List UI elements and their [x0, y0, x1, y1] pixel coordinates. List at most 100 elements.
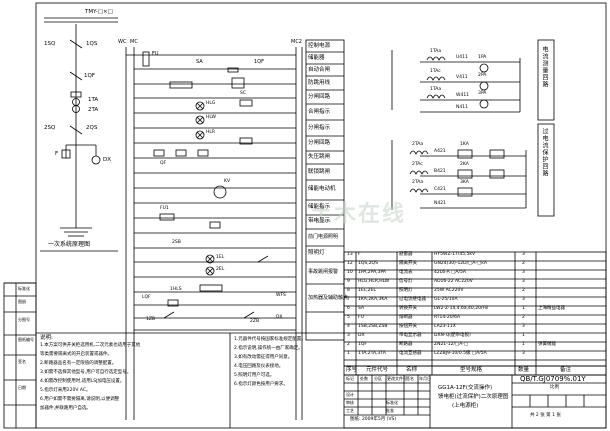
table-cell-qty: 3 [522, 297, 525, 302]
component-label: 2ZB [250, 319, 260, 324]
table-cell-no: 13 [347, 252, 353, 257]
note-line: 2.指示说明,操作统一由厂家确定。 [234, 346, 303, 351]
table-cell-no: 7 [347, 297, 350, 302]
table-cell-name: 信号灯 [399, 279, 413, 284]
table-cell-qty: 2 [522, 315, 525, 320]
table-cell-model: ZN21-12/□A-□ [434, 342, 469, 347]
current-device: W411 [456, 93, 470, 98]
table-cell-qty: 1 [522, 333, 525, 338]
primary-label: 1QF [84, 73, 95, 79]
title-line: GG1A-12F(交流操作) [438, 385, 493, 391]
table-cell-code: SA [358, 306, 365, 311]
table-cell-code: 1PA,2PA,3PA [358, 270, 386, 275]
function-label: 合闸指示 [308, 109, 331, 115]
table-cell-code: 1TA,2TA,3TA [358, 351, 386, 356]
table-header: 元件代号 [366, 367, 389, 373]
table-cell-name: 照明灯 [399, 288, 413, 293]
protection-device: 2TAa [412, 142, 424, 147]
component-label: 2EL [216, 267, 225, 272]
table-cell-code: 1SB,2SB,ZSB [358, 324, 388, 329]
table-cell-name: 过电流继电器 [399, 297, 426, 302]
sign-label: 分区 [374, 376, 382, 381]
sign-label: 批准 [386, 408, 394, 413]
table-cell-model: LZZBJ9-10/0.5级 □A/5A [434, 351, 487, 356]
primary-label: F [55, 151, 59, 157]
table-cell-qty: 3 [522, 279, 525, 284]
primary-label: 2SQ [44, 125, 56, 131]
function-label: 带电显示 [308, 218, 331, 224]
component-label: 2SB [172, 240, 181, 245]
current-device: 3PA [478, 91, 487, 96]
function-label: 联锁跳闸 [308, 169, 331, 175]
table-cell-qty: 2 [522, 261, 525, 266]
table-cell-no: 6 [347, 306, 350, 311]
table-cell-no: 4 [347, 324, 350, 329]
component-label: 1ZB [146, 317, 156, 322]
function-label: 分闸回路 [308, 94, 331, 100]
table-cell-note: 弹簧储能 [538, 342, 556, 347]
table-cell-name: 隔离开关 [399, 261, 417, 266]
function-label: 储能指示 [308, 204, 331, 210]
protection-section-title: 过电流保护回路 [541, 128, 548, 177]
table-cell-no: 1 [347, 351, 350, 356]
table-cell-code: 1QF [358, 342, 367, 347]
table-cell-code: DX [358, 333, 365, 338]
table-header: 型号规格 [460, 367, 483, 373]
margin-label: 签名 [18, 359, 26, 364]
table-cell-no: 3 [347, 333, 350, 338]
table-cell-name: 避雷器 [399, 252, 413, 257]
component-label: DX [276, 315, 283, 320]
wc-label: WC [118, 39, 127, 45]
margin-label: 图纸编号 [18, 337, 34, 342]
component-label: 1EL [216, 255, 225, 260]
table-cell-qty: 2 [522, 288, 525, 293]
component-label: HLR [206, 130, 216, 135]
sign-label: 处数 [360, 376, 368, 381]
note-line: 6.用户如需不需要隔离,请说明,以便调整 [40, 397, 120, 402]
function-label: 防跳用线 [308, 80, 331, 86]
title-line: (上电源柜) [452, 403, 479, 409]
current-device: 1TAa [430, 49, 442, 54]
table-cell-code: HLG,HLR,HLW [358, 279, 390, 284]
table-cell-model: GN24(30)-12D/□A-□kA [434, 261, 487, 266]
sign-label: 标准化 [386, 400, 398, 405]
note-line: 加器件,并联路用户自选。 [40, 406, 91, 411]
note-line: 5.指示灯采用220V AC。 [40, 388, 91, 393]
sign-label: 签名 [406, 376, 414, 381]
table-cell-model: AD16-22 AC220V [434, 279, 473, 284]
current-device: 1TAc [430, 69, 441, 74]
function-label: 自动合闸 [308, 67, 331, 73]
protection-device: 2TAc [412, 162, 423, 167]
sign-label: 审核 [346, 400, 354, 405]
note-line: 1.本方案可供开关柜选用机,二次元素也适用于其他 [40, 343, 141, 348]
current-device: 2PA [478, 73, 487, 78]
scale-label: 比例 [550, 385, 559, 390]
table-cell-qty: 1 [522, 306, 525, 311]
table-cell-model: LW2-Z-1a,4,6a,40,20/F8 [434, 306, 488, 311]
note-line: 3.如有改动需征得用户同意。 [234, 355, 293, 360]
table-cell-code: FU [358, 315, 364, 320]
protection-device: C421 [434, 187, 446, 192]
margin-label: 分图号 [18, 317, 30, 322]
function-label: 加热器及辅助触点 [308, 295, 349, 301]
protection-device: 1KA [460, 142, 469, 147]
function-label: 照明灯 [308, 250, 325, 256]
function-label: 失压跳闸 [308, 154, 331, 160]
component-label: HLW [206, 115, 216, 120]
table-cell-name: 按钮开关 [399, 324, 417, 329]
table-cell-qty: 3 [522, 324, 525, 329]
table-cell-model: LA23-11X [434, 324, 456, 329]
table-cell-qty: 3 [522, 252, 525, 257]
table-cell-name: 断路器 [399, 342, 413, 347]
table-header: 数量 [518, 367, 530, 373]
primary-label: 1TA [88, 97, 99, 103]
table-cell-code: 1EL,2EL [358, 288, 376, 293]
protection-device: B421 [434, 169, 446, 174]
current-device: 1TAa [430, 87, 442, 92]
table-cell-name: 电流表 [399, 270, 413, 275]
busbar-label: TMY-□×□ [85, 9, 113, 15]
function-label: 储能器 [308, 55, 325, 61]
table-cell-no: 12 [347, 261, 353, 266]
component-label: WFS [276, 293, 286, 298]
sign-label: 工艺 [346, 408, 354, 413]
